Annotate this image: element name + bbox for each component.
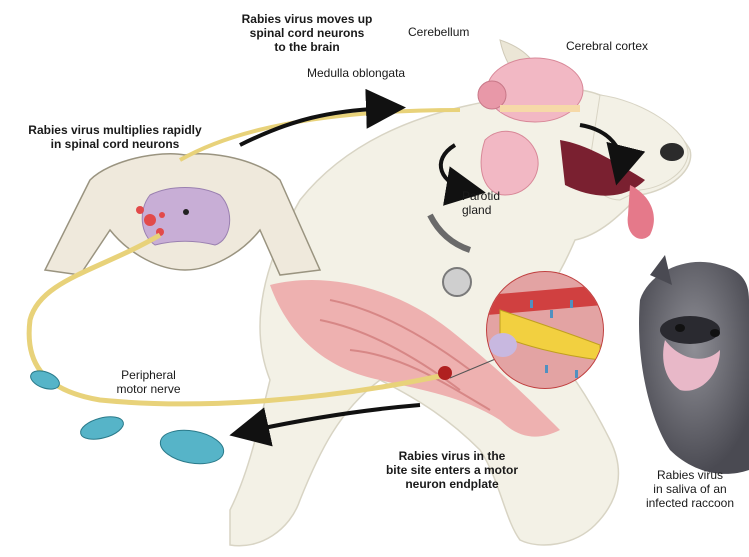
label-line: gland <box>462 203 492 217</box>
label-line: Peripheral <box>121 368 176 382</box>
collar <box>427 213 472 297</box>
brain <box>477 57 584 123</box>
arrow-to-virus <box>229 403 421 447</box>
bite-site <box>438 366 452 380</box>
label-cerebral-cortex: Cerebral cortex <box>566 39 649 53</box>
virus-particles <box>30 370 225 465</box>
label-line: in spinal cord neurons <box>50 137 180 151</box>
spinal-cord <box>43 152 322 276</box>
label-line: infected raccoon <box>645 496 735 510</box>
label-line: to the brain <box>274 40 340 54</box>
arrow-to-mouth <box>579 123 646 186</box>
cerebellum-shape <box>477 80 507 110</box>
label-parotid: Parotid gland <box>462 189 500 217</box>
arrow-to-brain <box>239 88 406 147</box>
label-line: Rabies virus in the <box>398 449 506 463</box>
label-line: Rabies virus <box>656 468 724 482</box>
label-line: bite site enters a motor <box>385 463 519 477</box>
label-line: Rabies virus moves up <box>241 12 373 26</box>
label-line: in saliva of an <box>653 482 727 496</box>
zoom-endplate <box>486 271 604 389</box>
label-line: Rabies virus multiplies rapidly <box>28 123 202 137</box>
label-cerebellum: Cerebellum <box>408 25 470 39</box>
label-line: Parotid <box>462 189 501 203</box>
arrow-to-gland <box>438 143 486 206</box>
tongue <box>627 185 654 239</box>
label-line: spinal cord neurons <box>249 26 365 40</box>
raccoon <box>639 255 749 474</box>
label-saliva: Rabies virus in saliva of an infected ra… <box>640 468 740 510</box>
label-multiplies: Rabies virus multiplies rapidly in spina… <box>10 123 220 151</box>
label-line: motor nerve <box>116 382 181 396</box>
label-peripheral: Peripheral motor nerve <box>106 368 191 396</box>
label-moves-up: Rabies virus moves up spinal cord neuron… <box>232 12 382 54</box>
label-medulla: Medulla oblongata <box>307 66 406 80</box>
nose <box>660 143 684 161</box>
label-line: neuron endplate <box>405 477 499 491</box>
label-bite-site: Rabies virus in the bite site enters a m… <box>372 449 532 491</box>
